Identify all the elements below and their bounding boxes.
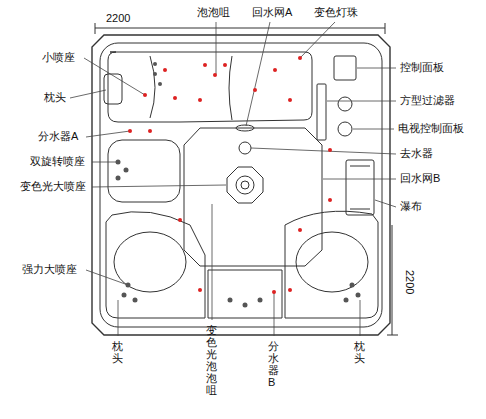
part-label: 回水网B [400,172,440,185]
part-label: 电视控制面板 [398,122,464,135]
part-label: 方型过滤器 [400,94,455,107]
part-label: 控制面板 [400,61,444,74]
part-label: 瀑布 [400,200,422,213]
part-label: 泡泡咀 [197,6,230,19]
part-label: 回水网A [252,6,292,19]
part-label: 变色光大喷座 [20,180,86,193]
part-label: 变色光泡泡咀 [206,324,217,397]
dimension-label: 2200 [403,270,416,294]
part-label: 强力大喷座 [22,263,77,276]
part-label: 分水器B [268,340,279,388]
part-label: 枕头 [44,91,66,104]
part-label: 枕头 [354,340,365,364]
dimension-label: 2200 [106,12,130,25]
part-label: 枕头 [112,340,123,364]
part-label: 双旋转喷座 [30,155,85,168]
part-label: 分水器A [38,130,78,143]
part-label: 去水器 [400,147,433,160]
part-label: 小喷座 [42,51,75,64]
part-label: 变色灯珠 [314,6,358,19]
